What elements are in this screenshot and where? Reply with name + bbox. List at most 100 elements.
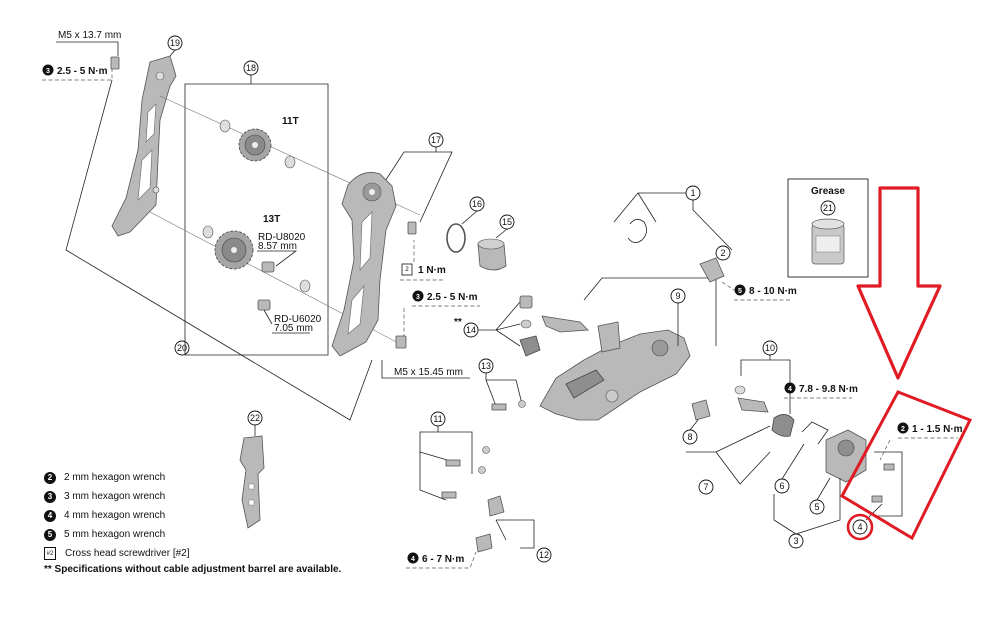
bracket-17 [377, 147, 453, 223]
spring-1 [627, 219, 647, 243]
b-tension-bolt [699, 257, 725, 283]
svg-text:1: 1 [690, 188, 695, 198]
spacer-u6020-leader [263, 309, 310, 334]
screw-11b [441, 491, 457, 499]
svg-text:5: 5 [738, 288, 742, 295]
pulley-11t [219, 119, 296, 169]
svg-text:13: 13 [481, 361, 491, 371]
torque-leader-4 [879, 437, 958, 461]
callout-11: 11 [430, 411, 446, 427]
legend-row-5mm: 5 5 mm hexagon wrench [44, 525, 374, 544]
svg-text:22: 22 [250, 413, 260, 423]
torque-badge-4: 2 1 - 1.5 N·m [897, 422, 963, 435]
screw-4a [883, 463, 895, 471]
torque-value-4: 1 - 1.5 N·m [912, 424, 963, 435]
red-outline-box [840, 390, 973, 541]
bolt-top-size-label: M5 x 13.7 mm [58, 30, 121, 41]
cage-screw-17 [407, 221, 417, 235]
double-star-note: ** [454, 317, 462, 328]
svg-text:2: 2 [405, 267, 409, 273]
callout-7: 7 [698, 479, 714, 495]
cable-guide [541, 315, 589, 333]
svg-text:20: 20 [177, 343, 187, 353]
barrel-part-a [519, 295, 533, 309]
bracket-13 [485, 373, 523, 407]
svg-text:15: 15 [502, 217, 512, 227]
torque-value-20: 2.5 - 5 N·m [427, 292, 478, 303]
callout-9: 9 [670, 288, 686, 304]
legend-label: 4 mm hexagon wrench [64, 510, 166, 521]
callout-22: 22 [247, 410, 263, 436]
torque-value-10: 7.8 - 9.8 N·m [799, 384, 858, 395]
svg-text:4: 4 [411, 556, 415, 563]
bracket-20 [65, 79, 373, 421]
hex-wrench-badge: 4 [44, 509, 56, 522]
torque-badge-12: 4 6 - 7 N·m [407, 552, 464, 565]
torque-leader-2 [721, 281, 792, 301]
legend-row-2mm: 2 2 mm hexagon wrench [44, 468, 374, 487]
torque-badge-19: 3 2.5 - 5 N·m [42, 64, 108, 77]
screw-4b [871, 495, 883, 503]
svg-text:18: 18 [246, 63, 256, 73]
svg-text:10: 10 [765, 343, 775, 353]
torque-value-2: 8 - 10 N·m [749, 286, 797, 297]
legend-row-4mm: 4 4 mm hexagon wrench [44, 506, 374, 525]
callout-6: 6 [774, 478, 790, 494]
svg-text:2: 2 [901, 426, 905, 433]
spacer-u6020-size: 7.05 mm [274, 323, 313, 334]
bracket-7 [686, 425, 771, 485]
callout-21: 21 [820, 200, 836, 216]
legend-label: Cross head screwdriver [#2] [65, 548, 190, 559]
svg-text:9: 9 [675, 291, 680, 301]
torque-value-17: 1 N·m [418, 265, 446, 276]
part-12b [475, 533, 493, 553]
red-arrow [856, 186, 942, 380]
svg-text:3: 3 [416, 294, 420, 301]
callout-2: 2 [715, 245, 731, 261]
torque-value-12: 6 - 7 N·m [422, 554, 464, 565]
bracket-4-screws [874, 451, 903, 517]
callout-3: 3 [788, 533, 804, 549]
callout-4: 4 [852, 503, 883, 535]
bracket-14 [478, 301, 521, 347]
svg-text:4: 4 [857, 522, 862, 532]
callout-15: 15 [495, 214, 515, 239]
svg-text:16: 16 [472, 199, 482, 209]
svg-text:11: 11 [433, 414, 442, 424]
pulley-13t [202, 225, 311, 311]
bolt-top [110, 56, 120, 70]
callout-18: 18 [243, 60, 259, 84]
svg-text:14: 14 [466, 325, 476, 335]
callout-8: 8 [682, 419, 699, 445]
bolt-bottom [395, 335, 407, 349]
legend-label: 5 mm hexagon wrench [64, 529, 166, 540]
legend-row-screwdriver: #2 Cross head screwdriver [#2] [44, 544, 374, 563]
barrel-part-c [519, 335, 541, 357]
svg-text:3: 3 [46, 68, 50, 75]
legend-label: 3 mm hexagon wrench [64, 491, 166, 502]
part-8 [691, 399, 711, 421]
cover-ring [801, 421, 829, 445]
hex-wrench-badge: 5 [44, 528, 56, 541]
callout-20: 20 [174, 340, 190, 356]
torque-leader-17 [400, 240, 444, 281]
tool-legend: 2 2 mm hexagon wrench 3 3 mm hexagon wre… [44, 468, 374, 575]
screwdriver-icon: #2 [44, 547, 56, 560]
bolt-top-leader [56, 41, 119, 56]
spacer-u8020-size: 8.57 mm [258, 241, 297, 252]
callout-1: 1 [685, 185, 701, 201]
torque-badge-20: 3 2.5 - 5 N·m [412, 290, 478, 303]
svg-text:8: 8 [687, 432, 692, 442]
callout-16: 16 [461, 196, 485, 225]
svg-text:3: 3 [793, 536, 798, 546]
pivot-shaft-10 [737, 397, 769, 413]
hex-wrench-badge: 2 [44, 471, 56, 484]
svg-text:4: 4 [788, 386, 792, 393]
callout-12: 12 [536, 547, 552, 563]
svg-text:17: 17 [431, 135, 441, 145]
grease-label: Grease [811, 186, 845, 197]
cog-11t-label: 11T [282, 116, 299, 127]
svg-text:7: 7 [703, 482, 708, 492]
grease-jar-21 [811, 218, 845, 265]
